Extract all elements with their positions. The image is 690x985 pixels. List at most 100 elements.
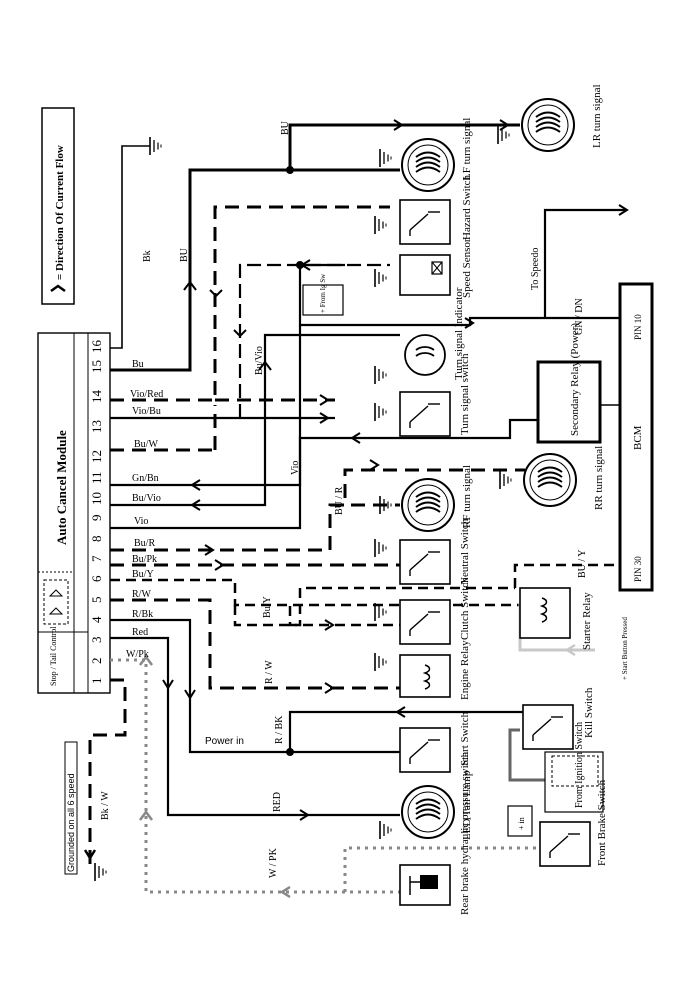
svg-text:LF turn signal: LF turn signal xyxy=(461,118,473,180)
auto-cancel-module: Auto Cancel Module Stop / Tail Control 1… xyxy=(37,332,111,694)
rear-brake-pressure-switch: Rear brake hydraulic pressure switch xyxy=(399,751,471,915)
svg-text:RF turn signal: RF turn signal xyxy=(461,465,473,528)
svg-text:RR turn signal: RR turn signal xyxy=(593,446,605,510)
terminal-10: 10 xyxy=(89,492,104,505)
svg-text:Speed Sensor: Speed Sensor xyxy=(461,238,473,298)
wire-gn-bn: Gn/Bn xyxy=(132,473,159,484)
lf-turn-signal: LF turn signal xyxy=(379,118,473,192)
legend: = Direction Of Current Flow xyxy=(41,107,75,305)
top-ground xyxy=(149,136,162,156)
wire-vio-up: Vio xyxy=(290,461,301,475)
secondary-relay: Secondary Relay (Power) xyxy=(536,323,602,444)
wire-to-speedo: To Speedo xyxy=(530,248,541,290)
turn-signal-indicator: Turn signal Indicator xyxy=(374,287,465,385)
svg-text:From Ignition Switch: From Ignition Switch xyxy=(574,722,585,808)
terminal-4: 4 xyxy=(89,616,104,623)
svg-text:Starter Relay: Starter Relay xyxy=(581,592,593,650)
svg-text:Turn signal Indicator: Turn signal Indicator xyxy=(453,287,465,380)
svg-text:Neutral Switch: Neutral Switch xyxy=(459,518,471,585)
wire-vio-red: Vio/Red xyxy=(130,389,163,400)
svg-text:+ in: + in xyxy=(517,817,526,830)
wire-bu-y-mid: Bu/Y xyxy=(262,596,273,618)
wire-bk: Bk xyxy=(142,250,153,262)
terminal-9: 9 xyxy=(89,515,104,522)
module-control-label: Stop / Tail Control xyxy=(49,626,58,686)
svg-text:PIN 10: PIN 10 xyxy=(633,314,643,340)
svg-text:+ Start Button Pressed: + Start Button Pressed xyxy=(621,617,629,680)
wire-w-pk-caps: W / PK xyxy=(268,847,279,878)
svg-text:Start Switch: Start Switch xyxy=(459,711,471,766)
bottom-ground: Grounded on all 6 speed xyxy=(64,741,107,882)
from-ignition-switch: From Ignition Switch xyxy=(544,722,604,813)
svg-text:Engine Relay: Engine Relay xyxy=(459,640,471,700)
wires xyxy=(83,119,629,899)
start-switch: Start Switch xyxy=(399,711,471,773)
starter-relay: Starter Relay + Start Button Pressed xyxy=(519,587,629,680)
terminal-2: 2 xyxy=(89,658,104,665)
wire-bk-w: Bk / W xyxy=(100,791,111,820)
lr-turn-signal: LR turn signal xyxy=(497,84,603,152)
wire-r-bk-lower: R / BK xyxy=(274,715,285,744)
wire-bu-y: Bu/Y xyxy=(132,569,154,580)
svg-text:Secondary Relay (Power): Secondary Relay (Power) xyxy=(569,323,581,436)
wire-gn-dn: GN / DN xyxy=(574,298,585,335)
turn-signal-switch: Turn signal switch xyxy=(374,353,471,437)
module-title: Auto Cancel Module xyxy=(54,430,69,545)
neutral-switch: Neutral Switch xyxy=(374,518,471,585)
svg-text:Front Brake Switch: Front Brake Switch xyxy=(596,779,608,866)
svg-text:Kill Switch: Kill Switch xyxy=(583,687,595,738)
wire-labels: Bu Vio/Red Vio/Bu Bu/W Gn/Bn Bu/Vio Vio … xyxy=(100,120,588,878)
terminal-8: 8 xyxy=(89,536,104,543)
wire-red: Red xyxy=(132,627,148,638)
wire-w-pk: W/Pk xyxy=(126,649,149,660)
clutch-switch: Clutch Switch xyxy=(374,577,471,645)
wire-r-w-lower: R / W xyxy=(264,660,275,684)
led-tail-lamp: LED Tail Lamp xyxy=(379,770,473,840)
wire-r-w: R/W xyxy=(132,589,151,600)
svg-text:LR turn signal: LR turn signal xyxy=(591,84,603,148)
svg-text:Clutch Switch: Clutch Switch xyxy=(459,577,471,640)
wire-bu-caps: BU xyxy=(179,247,190,262)
terminal-14: 14 xyxy=(89,390,104,404)
terminal-1: 1 xyxy=(89,678,104,685)
wire-r-bk: R/Bk xyxy=(132,609,153,620)
wire-bu-r-caps: BU / R xyxy=(334,486,345,515)
terminal-numbers: 1 2 3 4 5 6 7 8 9 10 11 12 13 14 15 16 xyxy=(89,340,104,685)
svg-text:+ From Ig Sw: + From Ig Sw xyxy=(319,273,327,313)
terminal-3: 3 xyxy=(89,637,104,644)
wire-bu-w: Bu/W xyxy=(134,439,158,450)
legend-text: = Direction Of Current Flow xyxy=(54,145,66,280)
svg-text:LED Tail Lamp: LED Tail Lamp xyxy=(461,770,473,840)
wire-bu-pk: Bu/Pk xyxy=(132,554,157,565)
wire-bu-top: BU xyxy=(280,120,291,135)
wire-bu-vio-up: Bu/Vio xyxy=(254,346,265,375)
wire-red-caps: RED xyxy=(272,792,283,812)
terminal-12: 12 xyxy=(89,450,104,463)
terminal-11: 11 xyxy=(89,471,104,484)
rf-turn-signal: RF turn signal xyxy=(379,465,473,532)
engine-relay: Engine Relay xyxy=(374,640,471,700)
wire-vio-bu: Vio/Bu xyxy=(132,406,161,417)
svg-text:Grounded on all 6 speed: Grounded on all 6 speed xyxy=(66,773,76,872)
kill-switch: Kill Switch xyxy=(522,687,595,750)
terminal-15: 15 xyxy=(89,360,104,373)
speed-sensor: Speed Sensor xyxy=(374,238,473,298)
from-ig-sw: + From Ig Sw xyxy=(302,273,344,316)
wire-bu-vio: Bu/Vio xyxy=(132,493,161,504)
svg-text:Hazard Switch: Hazard Switch xyxy=(461,174,473,240)
terminal-6: 6 xyxy=(89,575,104,582)
bcm: BCM PIN 10 PIN 30 xyxy=(618,282,654,592)
terminal-16: 16 xyxy=(89,340,104,354)
wire-bu: Bu xyxy=(132,359,144,370)
wire-bu-r: Bu/R xyxy=(134,538,155,549)
svg-text:Rear brake hydraulic pressure: Rear brake hydraulic pressure switch xyxy=(459,751,471,915)
wire-bu-y-caps: BU / Y xyxy=(577,549,588,578)
svg-text:PIN 30: PIN 30 xyxy=(633,556,643,582)
svg-text:BCM: BCM xyxy=(632,425,644,450)
front-brake-switch: + in Front Brake Switch xyxy=(507,779,608,867)
terminal-5: 5 xyxy=(89,597,104,604)
svg-text:Turn signal switch: Turn signal switch xyxy=(459,353,471,435)
terminal-7: 7 xyxy=(89,555,104,562)
rr-turn-signal: RR turn signal xyxy=(499,446,605,510)
